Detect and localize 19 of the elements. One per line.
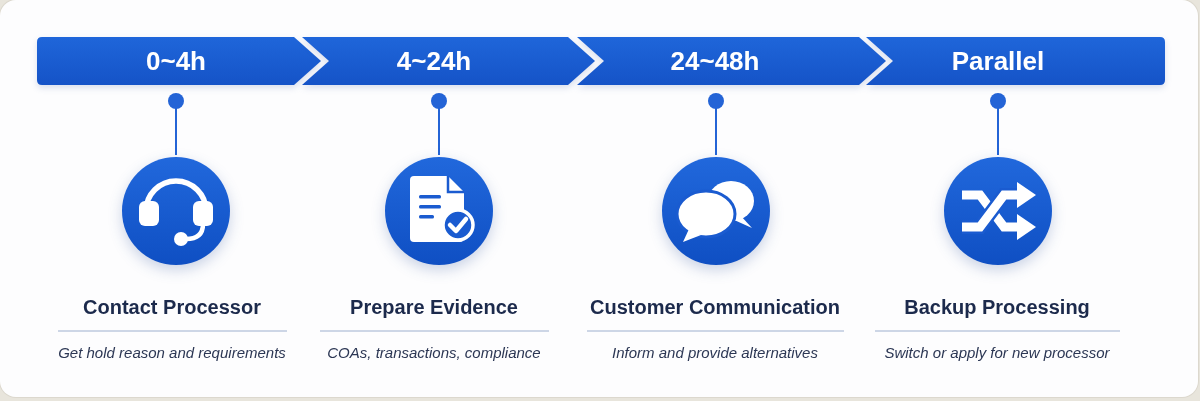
step-title: Backup Processing [904, 295, 1090, 319]
shuffle-icon [944, 157, 1052, 265]
timeline-segment [37, 37, 321, 85]
step-description: Inform and provide alternatives [612, 344, 818, 362]
chat-bubbles-icon [662, 157, 770, 265]
phase-label: 4~24h [396, 46, 472, 76]
phase-label: 0~4h [146, 46, 206, 76]
step-description: Get hold reason and requirements [58, 344, 286, 362]
step-description: Switch or apply for new processor [884, 344, 1110, 362]
phase-label: 24~48h [670, 46, 760, 76]
timeline-segment [577, 37, 886, 85]
document-check-icon [385, 157, 493, 265]
step-title: Prepare Evidence [350, 295, 518, 319]
phase-label: Parallel [951, 46, 1045, 76]
headset-icon [122, 157, 230, 265]
step-description: COAs, transactions, compliance [327, 344, 541, 362]
timeline-segment [866, 37, 1165, 85]
step-title: Contact Processor [83, 295, 261, 319]
step-title: Customer Communication [590, 295, 840, 319]
